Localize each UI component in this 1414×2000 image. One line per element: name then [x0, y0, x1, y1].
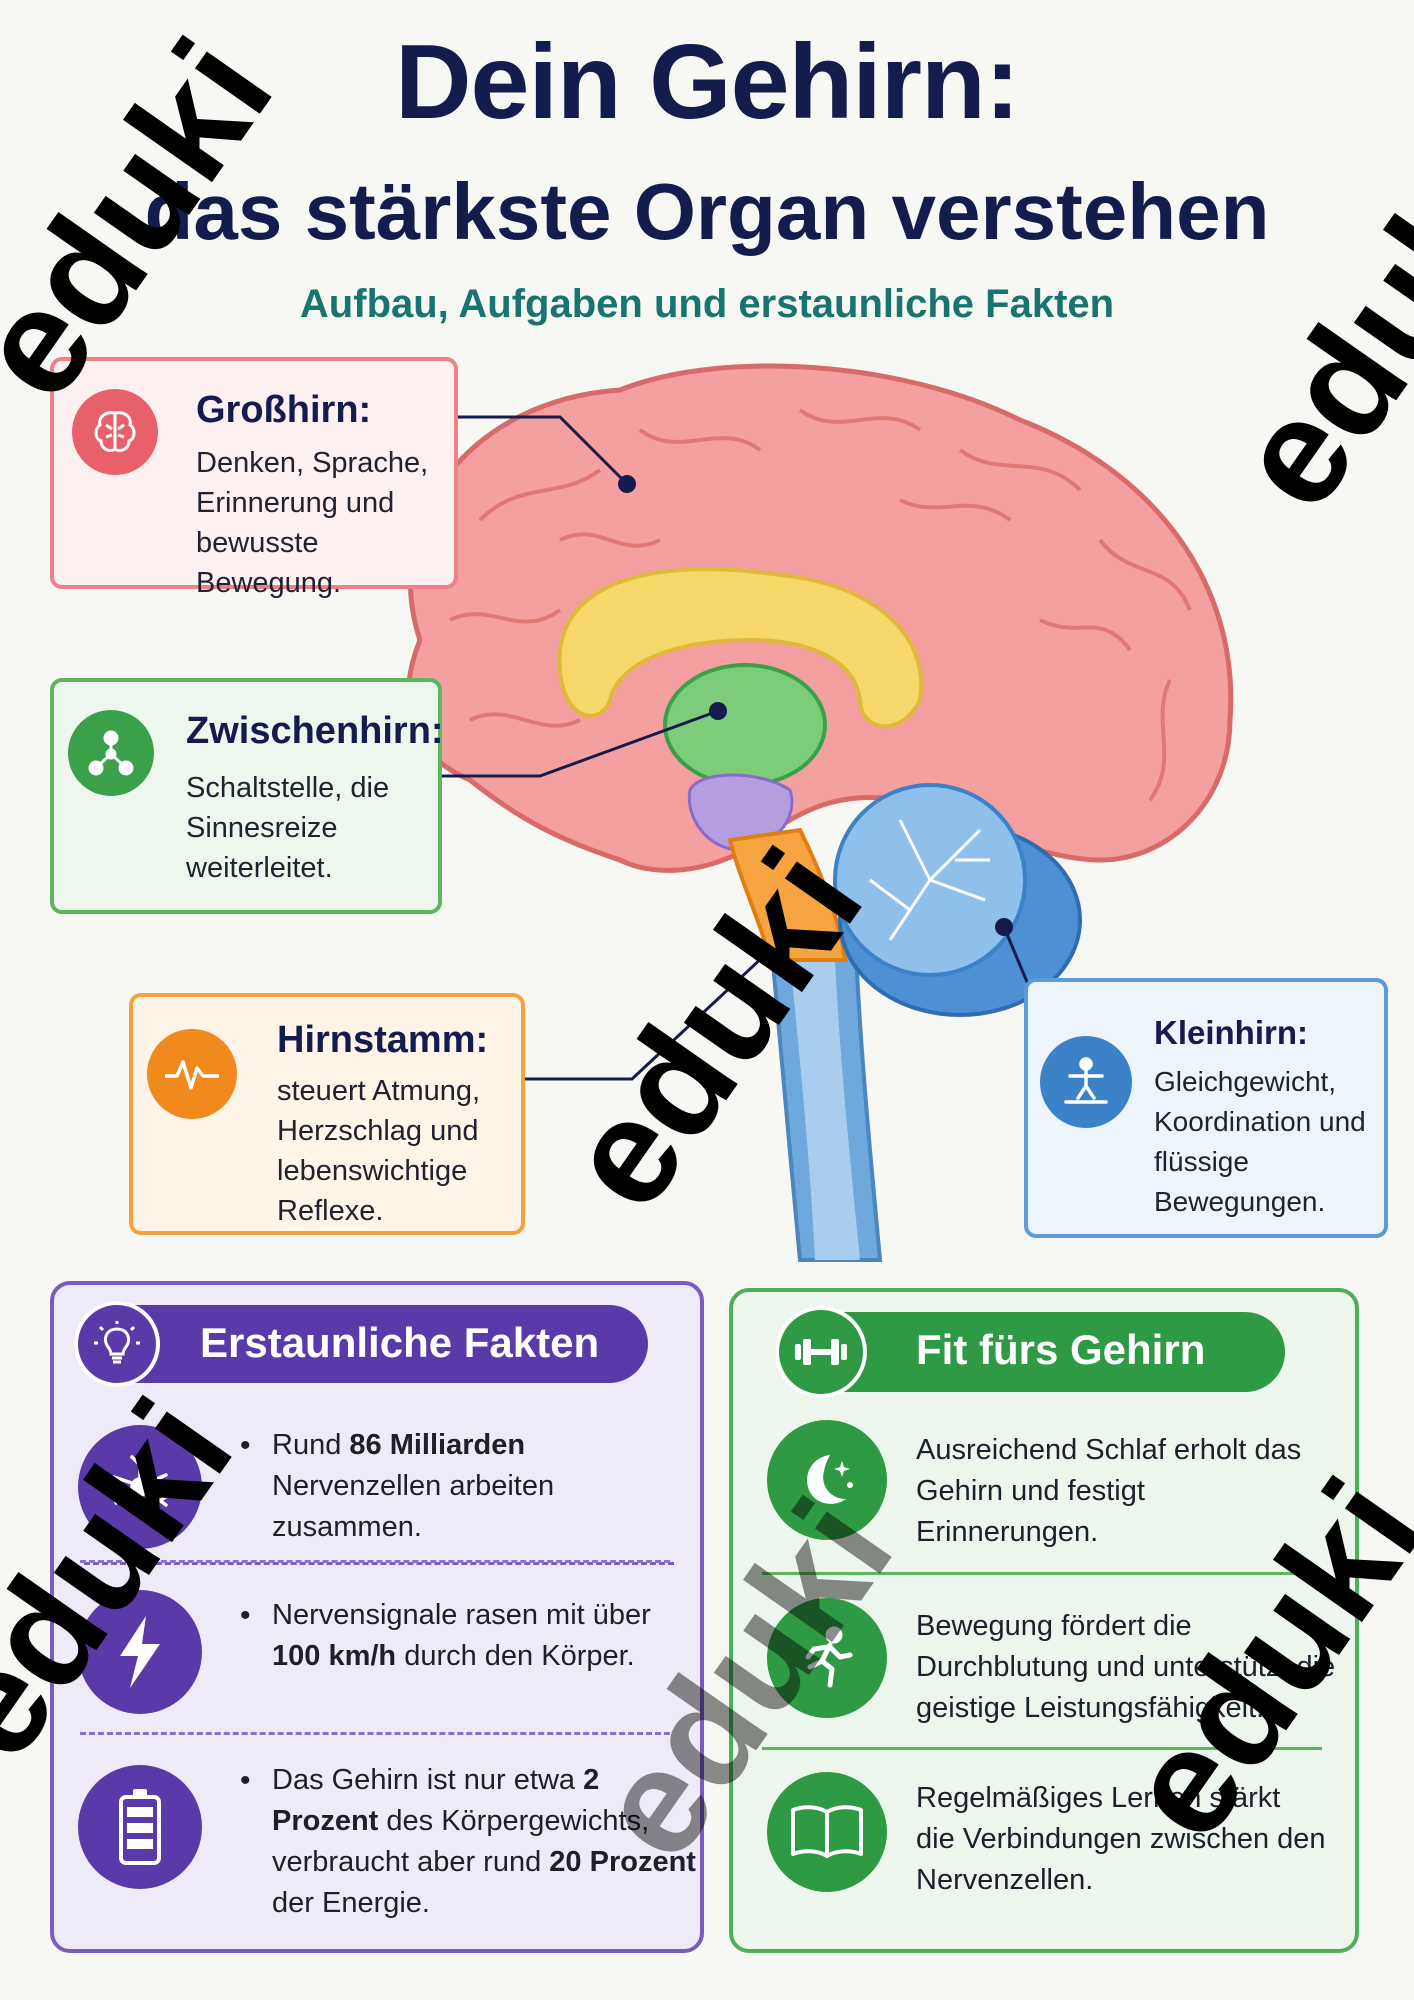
- corpus-callosum: [557, 567, 924, 729]
- open-book-icon: [767, 1772, 887, 1892]
- label-title: Großhirn:: [196, 389, 372, 431]
- connector-hirnstamm: [525, 953, 767, 1081]
- battery-icon: [78, 1765, 202, 1889]
- moon-stars-icon: [767, 1420, 887, 1540]
- heartbeat-icon: [147, 1029, 237, 1119]
- label-title: Zwischenhirn:: [186, 710, 444, 752]
- fact-item-2: Nervensignale rasen mit über 100 km/h du…: [240, 1595, 652, 1677]
- fact-item-3: Das Gehirn ist nur etwa 2 Prozent des Kö…: [240, 1760, 702, 1924]
- page-title-line2: das stärkste Organ verstehen: [144, 167, 1270, 256]
- fitness-divider-1: [762, 1572, 1322, 1575]
- facts-heading-text: Erstaunliche Fakten: [200, 1319, 600, 1366]
- facts-divider-2: [80, 1732, 670, 1735]
- brain-icon: [72, 389, 158, 475]
- connector-zwischenhirn: [442, 709, 719, 778]
- facts-panel: Erstaunliche Fakten Rund 86 Milliarden N…: [50, 1281, 704, 1953]
- diencephalon-shape: [663, 663, 827, 787]
- label-description: Gleichgewicht, Koordination und flüssige…: [1154, 1066, 1366, 1217]
- lightning-icon: [78, 1590, 202, 1714]
- fitness-item-3: Regelmäßiges Lernen stärkt die Verbindun…: [916, 1782, 1326, 1896]
- dumbbell-icon: [775, 1306, 867, 1398]
- balance-person-icon: [1040, 1036, 1132, 1128]
- label-kleinhirn: Kleinhirn: Gleichgewicht, Koordination u…: [1024, 978, 1388, 1238]
- facts-divider-1: [80, 1560, 670, 1563]
- connector-grosshirn: [458, 415, 629, 486]
- label-grosshirn: Großhirn: Denken, Sprache, Erinnerung un…: [50, 357, 458, 599]
- facts-heading: Erstaunliche Fakten: [74, 1301, 648, 1387]
- fitness-heading: Fit fürs Gehirn: [775, 1306, 1285, 1398]
- network-icon: [68, 710, 154, 796]
- label-description: Denken, Sprache, Erinnerung und bewusste…: [196, 447, 429, 599]
- fitness-panel: Fit fürs Gehirn Ausreichend Schlaf erhol…: [729, 1288, 1359, 1953]
- fact-item-1: Rund 86 Milliarden Nervenzellen arbeiten…: [240, 1425, 652, 1548]
- neuron-icon: [78, 1425, 202, 1549]
- label-description: Schaltstelle, die Sinnesreize weiterleit…: [186, 772, 390, 884]
- running-person-icon: [767, 1598, 887, 1718]
- label-zwischenhirn: Zwischenhirn: Schaltstelle, die Sinnesre…: [50, 678, 444, 914]
- fitness-item-2: Bewegung fördert die Durchblutung und un…: [916, 1610, 1336, 1724]
- fitness-item-1: Ausreichend Schlaf erholt das Gehirn und…: [916, 1434, 1302, 1548]
- label-description: steuert Atmung, Herzschlag und lebenswic…: [277, 1075, 481, 1227]
- label-title: Kleinhirn:: [1154, 1014, 1308, 1051]
- label-hirnstamm: Hirnstamm: steuert Atmung, Herzschlag un…: [129, 993, 525, 1235]
- fitness-divider-2: [762, 1747, 1322, 1750]
- label-title: Hirnstamm:: [277, 1019, 489, 1061]
- page-subtitle: Aufbau, Aufgaben und erstaunliche Fakten: [299, 282, 1115, 326]
- page-title: Dein Gehirn:: [394, 23, 1020, 141]
- divider: [84, 1562, 674, 1565]
- fitness-heading-text: Fit fürs Gehirn: [916, 1326, 1206, 1373]
- lightbulb-icon: [74, 1301, 160, 1387]
- brainstem-shape: [727, 827, 848, 962]
